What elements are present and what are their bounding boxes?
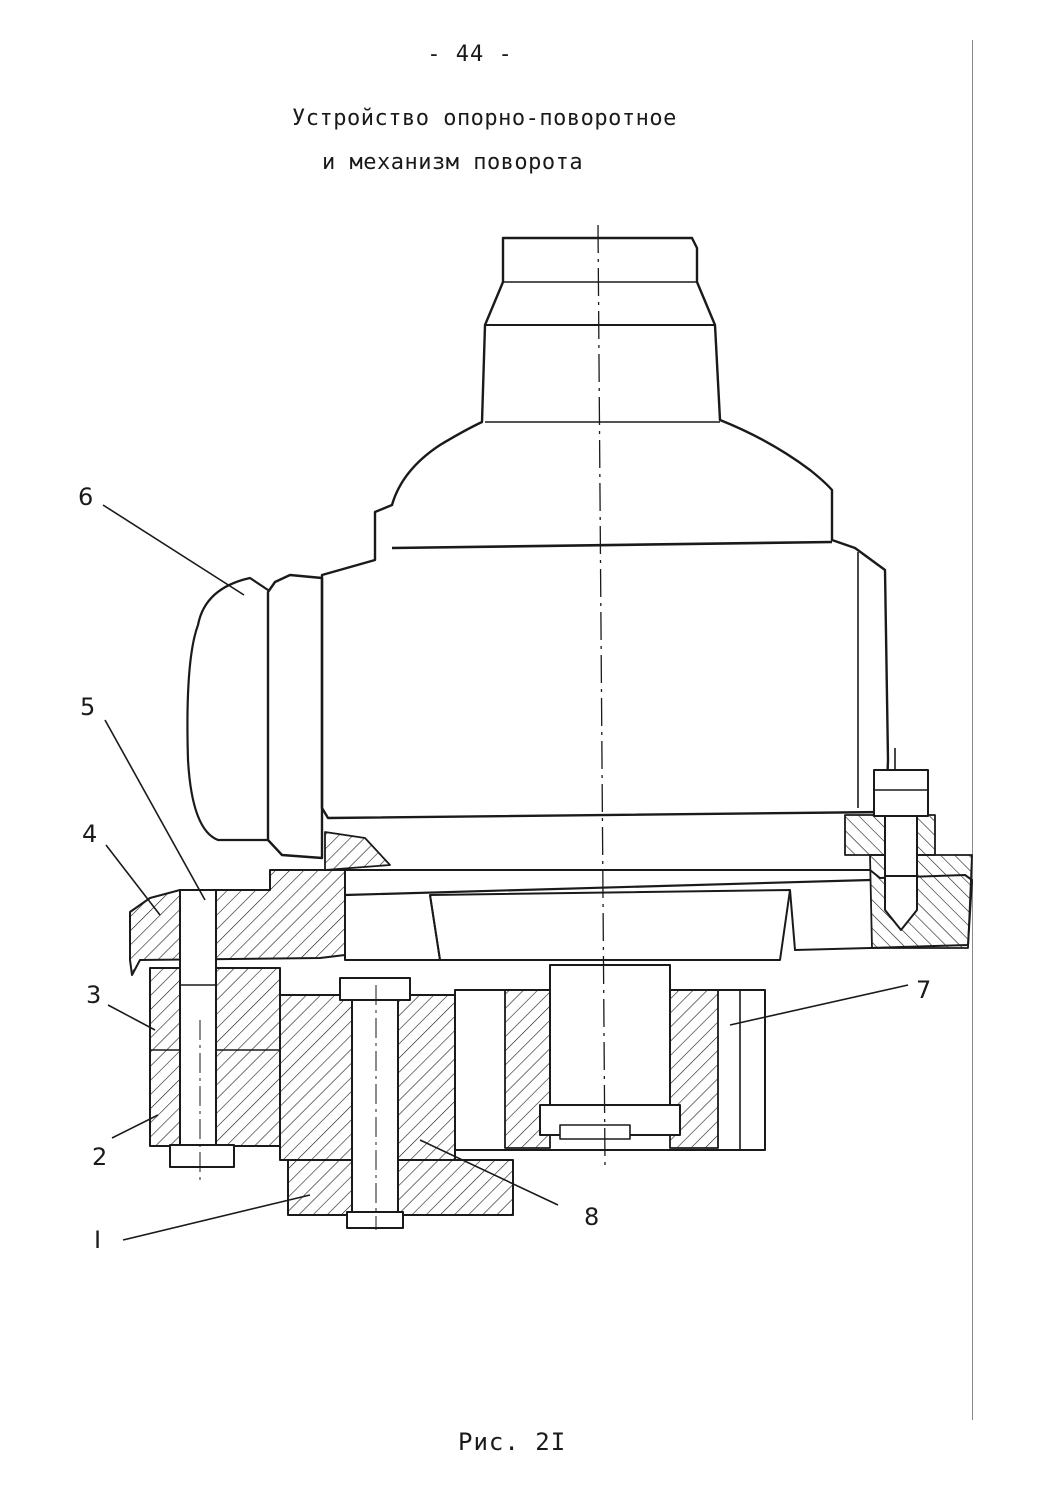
callout-5: 5 <box>80 693 95 721</box>
pinion-shaft <box>549 964 671 1106</box>
callout-1: I <box>94 1226 101 1254</box>
left-bolt <box>179 889 217 1146</box>
callout-4: 4 <box>82 820 97 848</box>
figure-caption: Рис. 2I <box>458 1428 567 1456</box>
right-bolt-nut <box>873 769 929 817</box>
callout-6: 6 <box>78 483 93 511</box>
callout-8: 8 <box>584 1203 599 1231</box>
callout-3: 3 <box>86 981 101 1009</box>
page-number: - 44 - <box>427 42 513 67</box>
motor-dome <box>320 236 890 820</box>
lower-bolt <box>351 999 399 1216</box>
base-plate <box>129 869 346 976</box>
margin-rule <box>972 40 973 1420</box>
figure-title-line-1: Устройство опорно-поворотное <box>292 106 677 131</box>
figure-title-line-2: и механизм поворота <box>322 150 584 175</box>
center-axis <box>597 224 606 1166</box>
callout-7: 7 <box>916 976 931 1004</box>
side-cover <box>266 573 324 860</box>
callout-2: 2 <box>92 1143 107 1171</box>
